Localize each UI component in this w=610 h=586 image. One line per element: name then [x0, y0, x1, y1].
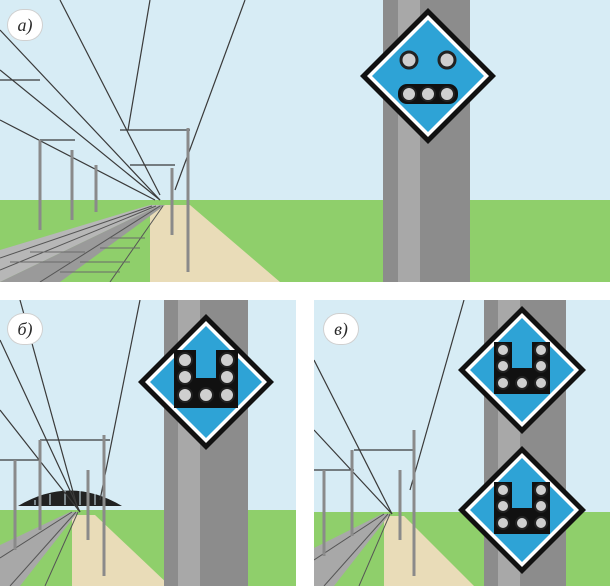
- railway-scene-v: [314, 300, 610, 586]
- panel-b-label: б): [8, 314, 42, 344]
- panel-a: а): [0, 0, 610, 282]
- panel-a-label: а): [8, 10, 42, 40]
- signal-u-sign-lower-icon: [458, 446, 586, 574]
- signal-u-sign-upper-icon: [458, 306, 586, 434]
- signal-u-sign-icon: [138, 314, 274, 450]
- signal-face-sign-icon: [360, 8, 496, 144]
- railway-scene-b: [0, 300, 296, 586]
- railway-scene-a: [0, 0, 610, 282]
- panel-b: б): [0, 300, 296, 586]
- panel-v: в): [314, 300, 610, 586]
- panel-v-label: в): [324, 314, 358, 344]
